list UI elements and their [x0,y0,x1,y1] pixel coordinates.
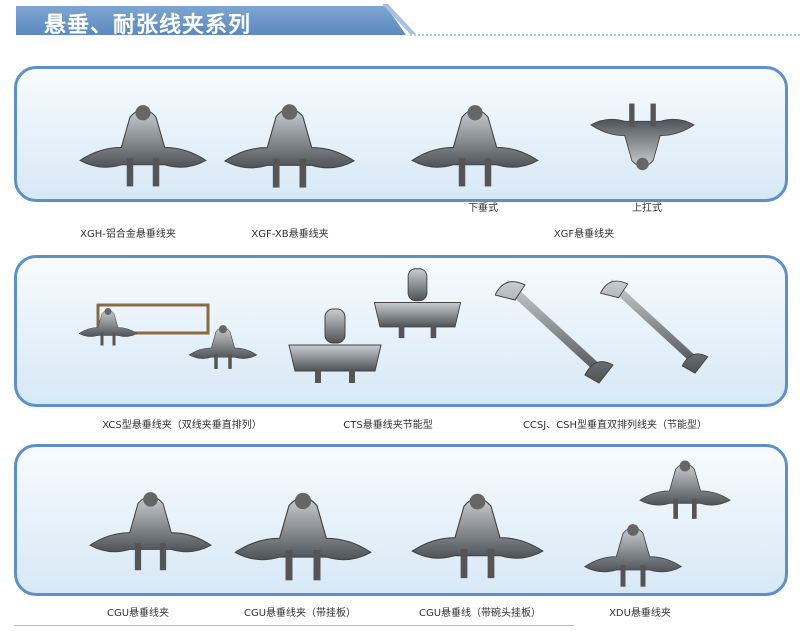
product-label: XDU悬垂线夹 [609,608,671,619]
section-header-bar [16,6,406,35]
variant-label-down: 下垂式 [468,203,498,214]
product-image-cgu[interactable] [88,470,213,585]
bottom-divider [14,625,574,626]
product-image-cgu-plate[interactable] [228,480,378,585]
header-divider [410,34,800,36]
product-image-xgf-up[interactable] [575,100,710,180]
product-label: CGU悬垂线夹 [106,608,170,619]
product-label: XGF-XB悬垂线夹 [251,229,329,240]
product-image-xgf-xb[interactable] [222,92,357,192]
product-label: XGF悬垂线夹 [553,229,615,240]
product-image-csh[interactable] [595,275,715,375]
product-label: CGU悬垂线（带碗头挂板） [418,608,542,619]
product-label: CGU悬垂线夹（带挂板） [243,608,357,619]
product-image-xgh[interactable] [78,92,208,192]
product-image-xcs[interactable] [78,285,258,385]
product-image-xgf-down[interactable] [410,92,540,192]
product-label: XGH-铝合金悬垂线夹 [80,229,176,240]
product-label: CTS悬垂线夹节能型 [343,420,433,431]
variant-label-up: 上扛式 [632,203,662,214]
header-slash-decoration [382,4,416,34]
product-image-cts[interactable] [285,265,465,385]
product-image-xdu-top[interactable] [630,452,740,522]
product-label: CCSJ、CSH型垂直双排列线夹（节能型） [522,420,708,431]
product-image-cgu-socket[interactable] [410,478,545,586]
section-title: 悬垂、耐张线夹系列 [44,12,252,38]
product-image-xdu-bottom[interactable] [578,515,688,590]
product-label: XCS型悬垂线夹（双线夹垂直排列） [102,420,262,431]
